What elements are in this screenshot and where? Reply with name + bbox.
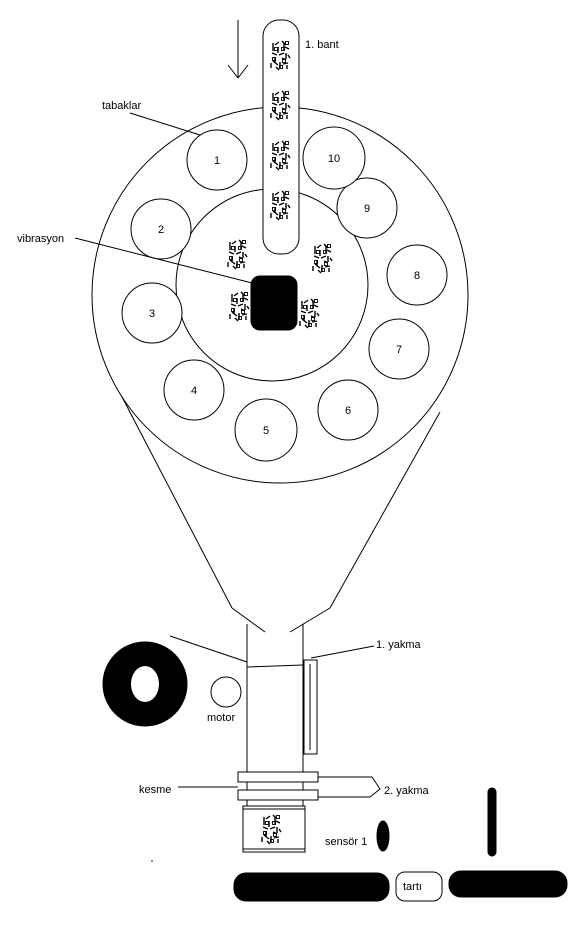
tray-number: 2: [158, 224, 164, 236]
label-sealing2: 2. yakma: [384, 785, 430, 797]
tray-4: 4: [163, 359, 225, 421]
tray-circle: [386, 244, 448, 306]
product-cluster: [270, 140, 291, 171]
sensor-1: [376, 820, 390, 852]
label-cutting: kesme: [139, 784, 171, 796]
scale-box: [395, 871, 443, 902]
motor: [210, 676, 242, 708]
product-cluster: [312, 243, 333, 274]
tray-circle: [336, 177, 398, 239]
label-trays: tabaklar: [102, 100, 141, 112]
tray-circle: [368, 318, 430, 380]
product-cluster: [261, 814, 282, 845]
tray-2: 2: [130, 198, 192, 260]
bag-products: [261, 814, 282, 845]
tray-9: 9: [336, 177, 398, 239]
product-cluster: [270, 190, 291, 221]
label-scale: tartı: [403, 881, 422, 893]
tray-circle: [163, 359, 225, 421]
product-cluster: [270, 90, 291, 121]
tray-number: 10: [328, 153, 340, 165]
conveyor-right: [448, 870, 568, 898]
film-path: [169, 635, 248, 663]
conveyor-left: [233, 872, 390, 902]
tray-number: 4: [191, 385, 197, 397]
tray-1: 1: [186, 129, 248, 191]
vibration-unit: [250, 275, 298, 331]
tray-10: 10: [302, 126, 366, 190]
belt-products: [270, 40, 291, 221]
tray-3: 3: [121, 282, 183, 344]
tray-number: 9: [364, 203, 370, 215]
tray-number: 7: [396, 344, 402, 356]
funnel: [120, 394, 441, 633]
tray-number: 8: [414, 270, 420, 282]
tray-group: 1 2 3 4 5 6 7 8 9 10: [121, 126, 448, 462]
label-belt: 1. bant: [305, 39, 339, 51]
tray-circle: [302, 126, 366, 190]
tray-circle: [186, 129, 248, 191]
product-cluster: [229, 291, 250, 322]
tray-circle: [130, 198, 192, 260]
tray-5: 5: [234, 398, 298, 462]
label-vibration: vibrasyon: [17, 233, 64, 245]
film-roll-core: [131, 666, 159, 702]
vibrasyon-leader-line: [74, 237, 253, 284]
label-sensor: sensör 1: [325, 836, 367, 848]
feed-belt: [262, 19, 300, 255]
horizontal-seal-jaws: [178, 771, 381, 801]
label-motor: motor: [207, 712, 235, 724]
yakma1-leader-line: [310, 645, 375, 659]
bowl-products: [227, 239, 333, 329]
product-cluster: [227, 239, 248, 270]
reject-pusher: [487, 787, 497, 857]
filled-bag: [242, 805, 306, 853]
tray-number: 5: [263, 425, 269, 437]
trays-leader-line: [129, 112, 201, 136]
product-cluster: [270, 40, 291, 71]
tray-8: 8: [386, 244, 448, 306]
product-cluster: [299, 298, 320, 329]
tray-circle: [234, 398, 298, 462]
tray-number: 6: [345, 405, 351, 417]
tray-number: 1: [214, 155, 220, 167]
forming-tube: [246, 624, 304, 832]
tray-6: 6: [317, 379, 379, 441]
tray-circle: [317, 379, 379, 441]
tray-number: 3: [149, 308, 155, 320]
tray-7: 7: [368, 318, 430, 380]
tray-circle: [121, 282, 183, 344]
feed-arrow: [227, 20, 249, 79]
stray-dot: [151, 860, 153, 862]
label-sealing1: 1. yakma: [376, 639, 422, 651]
